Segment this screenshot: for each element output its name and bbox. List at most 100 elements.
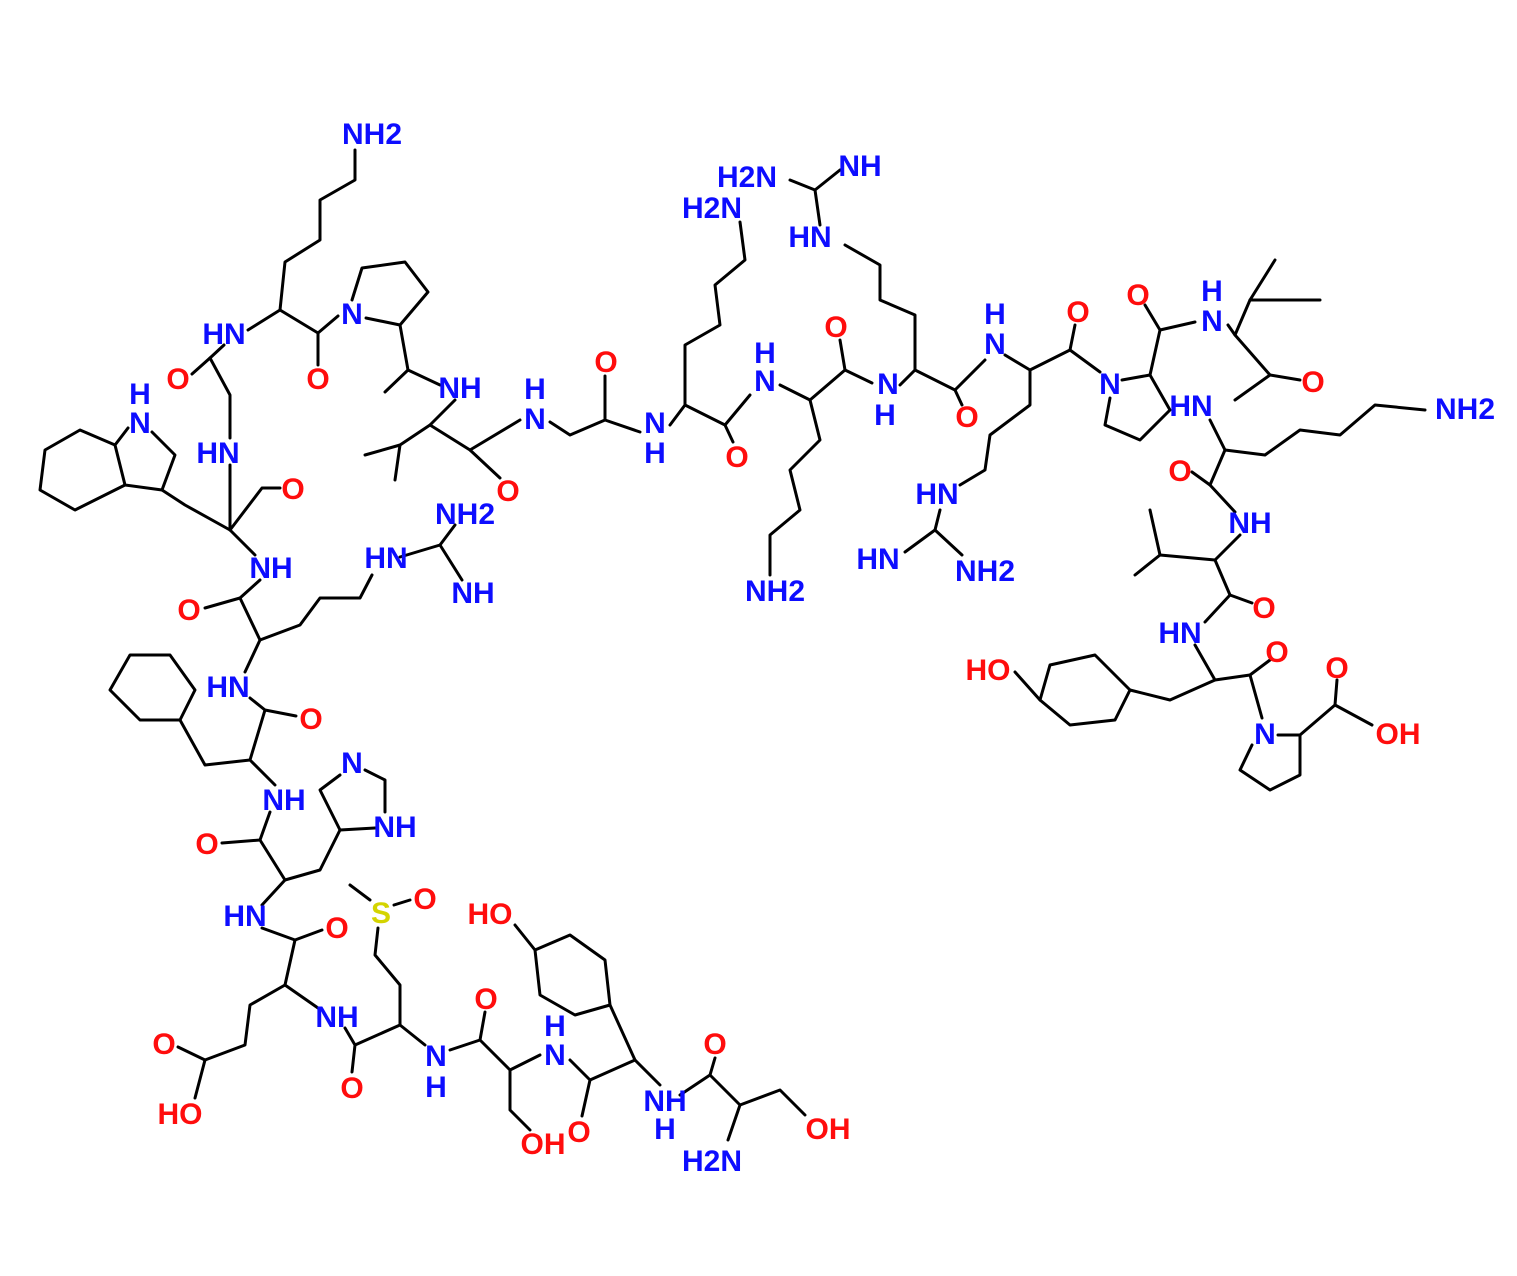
atom-label-o: O xyxy=(496,475,519,508)
atom-label-n: N xyxy=(877,368,899,401)
bond xyxy=(1148,508,1162,557)
bond xyxy=(1233,373,1272,402)
atom-label-n: NH xyxy=(643,1085,686,1118)
atom-label-n: H xyxy=(129,378,151,411)
bond xyxy=(1128,678,1217,702)
bond xyxy=(1203,593,1232,624)
bond xyxy=(933,528,964,557)
atom-label-n: N xyxy=(544,1039,566,1072)
atom-label-o: O xyxy=(1325,652,1348,685)
bond xyxy=(1208,483,1237,514)
bond xyxy=(1013,670,1042,702)
bond xyxy=(778,338,847,402)
atom-label-o: O xyxy=(703,1028,726,1061)
bond xyxy=(1003,323,1077,372)
atom-label-n: NH2 xyxy=(342,118,402,151)
bond xyxy=(283,938,320,1010)
bond xyxy=(1038,653,1132,727)
bond xyxy=(668,403,735,444)
atom-label-o: OH xyxy=(806,1113,851,1146)
bond xyxy=(258,838,287,907)
bond xyxy=(398,323,442,387)
bond xyxy=(260,926,324,942)
atom-label-n: H xyxy=(1201,275,1223,308)
bond xyxy=(1103,373,1172,442)
atom-label-n: H2N xyxy=(717,161,777,194)
bond xyxy=(1133,533,1242,577)
atom-label-n: HN xyxy=(223,900,266,933)
atom-label-n: NH xyxy=(838,150,881,183)
bond xyxy=(108,653,197,722)
atom-label-o: O xyxy=(195,828,218,861)
atom-label-o: O xyxy=(306,363,329,396)
atom-label-n: NH2 xyxy=(435,498,495,531)
atom-label-o: O xyxy=(166,363,189,396)
atom-label-o: O xyxy=(1126,279,1149,312)
bond xyxy=(683,220,747,407)
bond xyxy=(343,1026,357,1074)
atom-label-n: H xyxy=(544,1010,566,1043)
atom-label-n: N xyxy=(1201,305,1223,338)
bond xyxy=(768,398,822,577)
bond xyxy=(178,718,252,767)
atom-label-n: NH xyxy=(451,577,494,610)
atom-label-n: NH xyxy=(373,811,416,844)
bond xyxy=(1208,418,1227,452)
atom-label-n: NH2 xyxy=(745,575,805,608)
atom-label-o: O xyxy=(1301,366,1324,399)
atom-label-n: H xyxy=(644,437,666,470)
atom-label-n: NH xyxy=(262,784,305,817)
bond xyxy=(723,393,752,427)
atom-label-n: NH2 xyxy=(955,555,1015,588)
bond xyxy=(1248,673,1264,720)
atom-label-o: O xyxy=(1265,636,1288,669)
bond xyxy=(363,768,387,814)
atom-label-o: O xyxy=(177,594,200,627)
bond xyxy=(468,418,522,452)
atom-label-n: HN xyxy=(196,437,239,470)
atom-label-n: NH2 xyxy=(1435,393,1495,426)
bond xyxy=(513,923,537,952)
atom-label-n: H xyxy=(425,1071,447,1104)
bond xyxy=(1158,320,1197,332)
atom-label-n: H xyxy=(524,373,546,406)
bond xyxy=(708,1073,742,1142)
bond xyxy=(1223,403,1427,457)
bond xyxy=(428,398,502,480)
atom-label-o: O xyxy=(1066,296,1089,329)
bond xyxy=(248,696,298,718)
atom-label-n: H xyxy=(754,337,776,370)
atom-label-n: NH xyxy=(315,1001,358,1034)
atom-label-o: O xyxy=(413,883,436,916)
bond xyxy=(438,543,464,582)
atom-label-n: H xyxy=(654,1113,676,1146)
atom-label-n: N xyxy=(341,298,363,331)
atom-label-o: O xyxy=(824,311,847,344)
bond xyxy=(1233,333,1302,382)
bond xyxy=(238,596,262,674)
atom-label-n: NH xyxy=(438,372,481,405)
bonds xyxy=(38,148,1427,1142)
bond xyxy=(843,243,917,372)
bond xyxy=(258,573,374,642)
bond xyxy=(548,374,607,437)
bond xyxy=(228,528,257,557)
bond xyxy=(1238,733,1302,792)
bond xyxy=(1143,303,1162,377)
atom-label-s: S xyxy=(371,897,391,930)
atom-label-o: O xyxy=(1252,592,1275,625)
atom-label-n: H xyxy=(874,399,896,432)
atom-label-n: H2N xyxy=(682,192,742,225)
bond xyxy=(208,356,232,440)
atom-label-o: O xyxy=(299,703,322,736)
bond xyxy=(1190,448,1227,487)
bond xyxy=(393,443,402,482)
atom-label-n: NH xyxy=(1228,507,1271,540)
bond xyxy=(788,178,822,227)
bond xyxy=(958,368,1032,487)
atom-label-o: O xyxy=(152,1028,175,1061)
bond xyxy=(113,426,164,492)
bond xyxy=(813,168,842,192)
atom-label-o: O xyxy=(955,401,978,434)
